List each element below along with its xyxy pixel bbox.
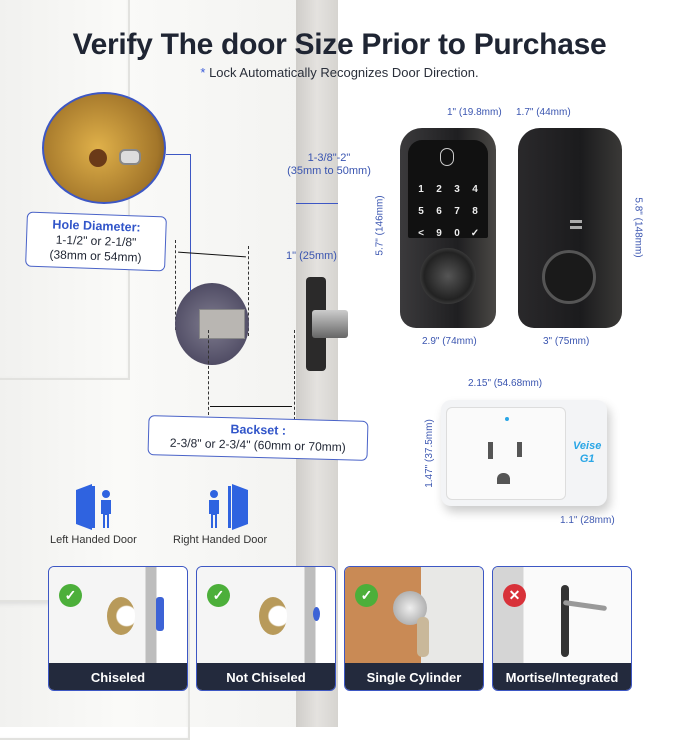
plug-depth-label: 1.1" (28mm) [560,515,615,526]
door-type-card-not-chiseled: ✓ Not Chiseled [196,566,336,691]
fingerprint-icon [440,148,454,166]
door-type-label: Not Chiseled [197,663,335,690]
latch-bolt-image [312,310,348,338]
back-depth-label: 1.7" (44mm) [516,107,571,118]
door-type-card-chiseled: ✓ Chiseled [48,566,188,691]
key[interactable]: 9 [436,228,442,239]
latch-magnifier-image [42,92,166,204]
key[interactable]: 7 [454,206,460,217]
page-subtitle: * Lock Automatically Recognizes Door Dir… [200,65,479,80]
plug-width-label: 2.15" (54.68mm) [468,378,543,389]
thickness-arrow [296,203,338,204]
latch-width-label: 1" (25mm) [286,250,337,262]
key[interactable]: 0 [454,228,460,239]
key[interactable]: 2 [436,184,442,195]
left-handed-door-label: Left Handed Door [50,534,137,546]
door-type-label: Single Cylinder [345,663,483,690]
key[interactable]: 5 [418,206,424,217]
backset-arrow [210,406,292,407]
check-icon: ✓ [207,584,230,607]
key[interactable]: 4 [472,184,478,195]
key[interactable]: 6 [436,206,442,217]
right-handed-door-label: Right Handed Door [173,534,268,546]
front-width-label: 2.9" (74mm) [422,336,477,347]
lock-back-image [518,128,622,328]
callout-line [190,154,191,319]
door-type-label: Mortise/Integrated [493,663,631,690]
key[interactable]: < [418,228,424,239]
page-title: Verify The door Size Prior to Purchase [72,28,607,61]
key-cylinder [420,248,476,304]
dimension-guide [175,240,176,330]
check-icon: ✓ [355,584,378,607]
left-handed-door-icon [76,484,111,530]
key[interactable]: 3 [454,184,460,195]
key[interactable]: 1 [418,184,424,195]
dimension-guide [294,330,295,420]
hole-diameter-box: Hole Diameter: 1-1/2" or 2-1/8" (38mm or… [25,211,167,272]
lock-front-image: 1 2 3 4 5 6 7 8 <9 0 ✓ [400,128,496,328]
door-type-card-mortise: ✕ Mortise/Integrated [492,566,632,691]
keypad: 1 2 3 4 5 6 7 8 <9 0 ✓ [408,140,488,239]
front-depth-label: 1" (19.8mm) [447,107,502,118]
cross-icon: ✕ [503,584,526,607]
callout-line [166,154,190,155]
back-height-label: 5.8" (148mm) [632,197,644,258]
plug-height-label: 1.47" (37.5mm) [423,419,435,488]
dimension-guide [248,246,249,336]
thumb-turn [542,250,596,304]
door-type-label: Chiseled [49,663,187,690]
dimension-guide [208,330,209,415]
door-thickness-label: 1-3/8"-2"(35mm to 50mm) [287,152,371,177]
check-icon: ✓ [59,584,82,607]
bore-hole-image [175,283,249,365]
key[interactable]: ✓ [470,228,480,239]
back-width-label: 3" (75mm) [543,336,590,347]
right-handed-door-icon [209,484,248,530]
backset-box: Backset : 2-3/8" or 2-3/4" (60mm or 70mm… [147,415,369,461]
front-height-label: 5.7" (146mm) [374,195,386,256]
door-type-card-single-cylinder: ✓ Single Cylinder [344,566,484,691]
key[interactable]: 8 [472,206,478,217]
